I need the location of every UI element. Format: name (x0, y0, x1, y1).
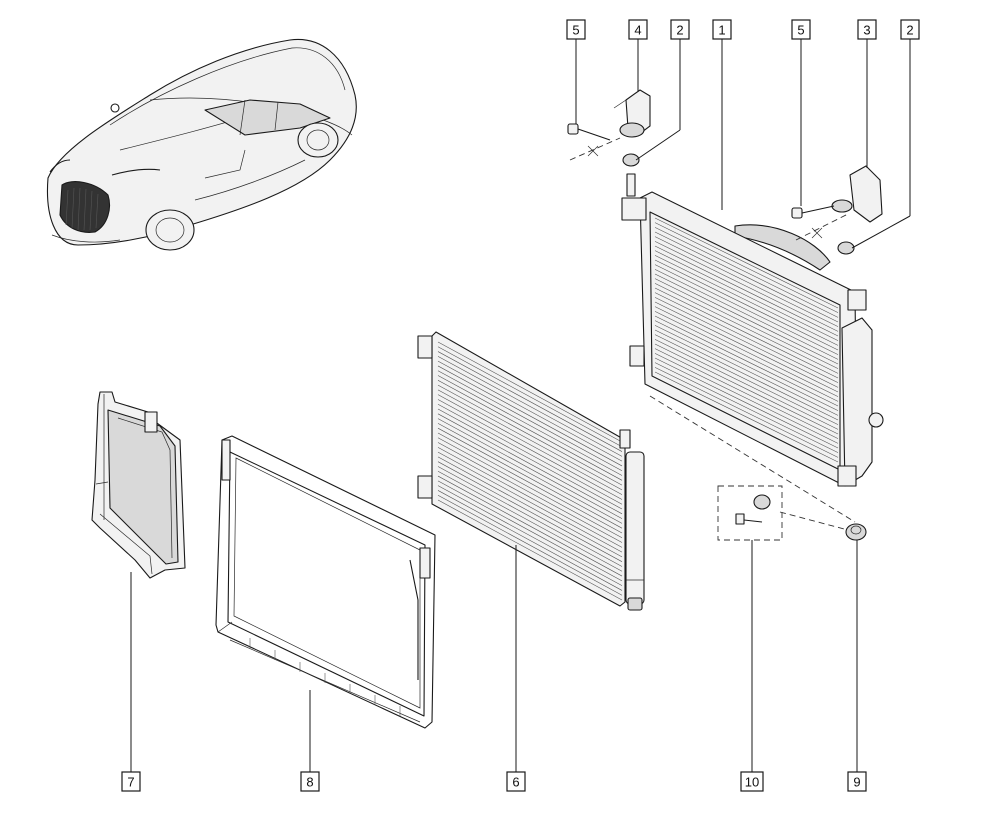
condenser-6 (417, 331, 645, 611)
callout-2-right: 2 (900, 19, 920, 40)
bolt-5-right (791, 205, 849, 241)
svg-text:2: 2 (676, 23, 683, 38)
svg-text:7: 7 (127, 775, 134, 790)
bracket-4 (613, 89, 651, 138)
callout-5-right: 5 (791, 19, 811, 40)
svg-text:10: 10 (745, 775, 759, 790)
fastener-kit-10 (717, 485, 849, 541)
lower-mount-9 (845, 523, 867, 541)
svg-text:9: 9 (853, 775, 860, 790)
svg-text:3: 3 (863, 23, 870, 38)
svg-text:1: 1 (718, 23, 725, 38)
svg-text:5: 5 (797, 23, 804, 38)
callout-4: 4 (628, 19, 648, 40)
callout-7: 7 (121, 771, 141, 792)
callout-2-left: 2 (670, 19, 690, 40)
vehicle-illustration (46, 38, 357, 251)
callout-8: 8 (300, 771, 320, 792)
bushing-2-right (837, 241, 855, 255)
radiator-1 (621, 191, 884, 487)
callout-3: 3 (857, 19, 877, 40)
svg-text:8: 8 (306, 775, 313, 790)
leader-lines (130, 39, 911, 772)
svg-text:6: 6 (512, 775, 519, 790)
air-duct-7 (91, 391, 186, 579)
svg-text:5: 5 (572, 23, 579, 38)
bushing-2-left (622, 153, 640, 197)
callout-9: 9 (847, 771, 867, 792)
bolt-5-left (567, 123, 621, 161)
seal-frame-8 (215, 435, 436, 729)
svg-text:2: 2 (906, 23, 913, 38)
callout-10: 10 (740, 771, 764, 792)
mount-alignment-line (649, 395, 856, 523)
callout-5-left: 5 (566, 19, 586, 40)
callout-6: 6 (506, 771, 526, 792)
callout-1: 1 (712, 19, 732, 40)
bracket-3 (831, 165, 883, 223)
svg-text:4: 4 (634, 23, 641, 38)
